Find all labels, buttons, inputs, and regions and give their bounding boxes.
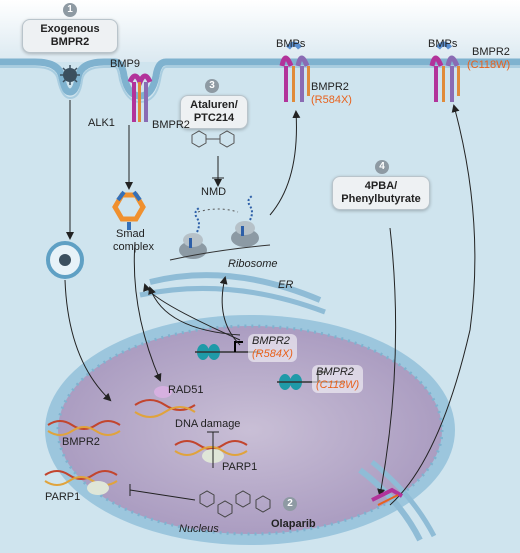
- pathway-arrows: [64, 100, 476, 506]
- bmpr2-c118w-receptor: [429, 41, 460, 102]
- nuclear-pores: [56, 324, 444, 536]
- gene-r584x-mut: (R584X): [252, 348, 293, 361]
- golgi-stack-2: [370, 460, 437, 538]
- smad-line2: complex: [113, 241, 154, 253]
- rad51-protein: [154, 386, 172, 398]
- gene-r584x-label: BMPR2 (R584X): [248, 334, 297, 363]
- dna-strand-bmpr2: [47, 420, 121, 436]
- nmd-fragments: [197, 208, 239, 213]
- dna-damage-label: DNA damage: [175, 418, 241, 430]
- membrane-inner-leaflet: [0, 66, 520, 104]
- bmpr2-dna-label: BMPR2: [62, 436, 100, 448]
- ribosome-2: [231, 221, 259, 247]
- misfolded-bmpr2: [371, 487, 404, 502]
- nucleus-label: Nucleus: [179, 523, 219, 535]
- gene-c118w-name: BMPR2: [316, 366, 354, 378]
- nascent-peptide-1: [194, 207, 200, 233]
- bmpr2-receptor-label: BMPR2: [152, 119, 190, 131]
- ribosome-label: Ribosome: [228, 258, 278, 270]
- step-3-badge: 3: [205, 79, 219, 93]
- er-membrane-2: [139, 285, 326, 315]
- bmps-label-left: BMPs: [276, 38, 306, 50]
- dna-strand-damage: [134, 399, 196, 418]
- exogenous-bmpr2-particle: [60, 65, 80, 85]
- parp1-label-a: PARP1: [45, 491, 81, 503]
- promoter-arrow-r584x: [234, 341, 243, 352]
- bmpr2-c118w-name: BMPR2: [472, 46, 510, 58]
- bmpr2-r584x-receptor: [279, 41, 310, 102]
- bmpr2-r584x-name: BMPR2: [311, 81, 349, 93]
- gene-c118w-chromatin: [277, 374, 345, 390]
- bmpr2-c118w-mut: (C118W): [467, 59, 511, 71]
- gene-c118w-mut: (C118W): [316, 379, 360, 392]
- step-4-badge: 4: [375, 160, 389, 174]
- exogenous-bmpr2-line2: BMPR2: [50, 36, 90, 49]
- ataluren-molecule: [191, 130, 235, 148]
- bmps-label-right: BMPs: [428, 38, 458, 50]
- step-1-badge: 1: [63, 3, 77, 17]
- ataluren-box: Ataluren/ PTC214: [180, 95, 248, 129]
- gene-r584x-name: BMPR2: [252, 335, 290, 347]
- ataluren-line2: PTC214: [193, 112, 235, 125]
- 4pba-line1: 4PBA/: [364, 180, 398, 192]
- nmd-label: NMD: [201, 186, 227, 198]
- parp1-protein-a: [87, 481, 109, 495]
- 4pba-box: 4PBA/ Phenylbutyrate: [332, 176, 430, 210]
- er-membrane: [149, 272, 322, 303]
- alk1-bmpr2-receptor-complex: [127, 73, 153, 122]
- nascent-peptide-2: [247, 195, 253, 221]
- gene-c118w-label: BMPR2 (C118W): [312, 365, 364, 394]
- inhibit-nmd: [212, 156, 224, 179]
- step-2-badge: 2: [283, 497, 297, 511]
- ataluren-line1: Ataluren/: [190, 99, 238, 111]
- 4pba-line2: Phenylbutyrate: [341, 193, 421, 206]
- rad51-label: RAD51: [168, 384, 204, 396]
- exogenous-bmpr2-line1: Exogenous: [40, 23, 100, 35]
- olaparib-inhibit-parp1-a: [129, 484, 196, 501]
- golgi-stack: [358, 467, 423, 542]
- mrna-strand: [169, 244, 271, 261]
- olaparib-inhibit-parp1: [207, 431, 219, 468]
- dna-strand-parp1-b: [174, 440, 248, 456]
- er-label: ER: [278, 279, 294, 291]
- parp1-label-b: PARP1: [222, 461, 258, 473]
- alk1-label: ALK1: [88, 117, 115, 129]
- bmp9-label: BMP9: [110, 58, 140, 70]
- bmpr2-r584x-mut: (R584X): [311, 94, 352, 106]
- smad-complex: [112, 190, 146, 230]
- olaparib-molecule: [199, 490, 271, 518]
- smad-line1: Smad: [116, 228, 145, 240]
- endocytic-vesicle: [46, 241, 84, 279]
- plasma-membrane: [0, 58, 520, 100]
- misfolded-bmpr2-mut: [377, 494, 399, 506]
- olaparib-label: Olaparib: [271, 518, 316, 530]
- exogenous-bmpr2-box: Exogenous BMPR2: [22, 19, 118, 53]
